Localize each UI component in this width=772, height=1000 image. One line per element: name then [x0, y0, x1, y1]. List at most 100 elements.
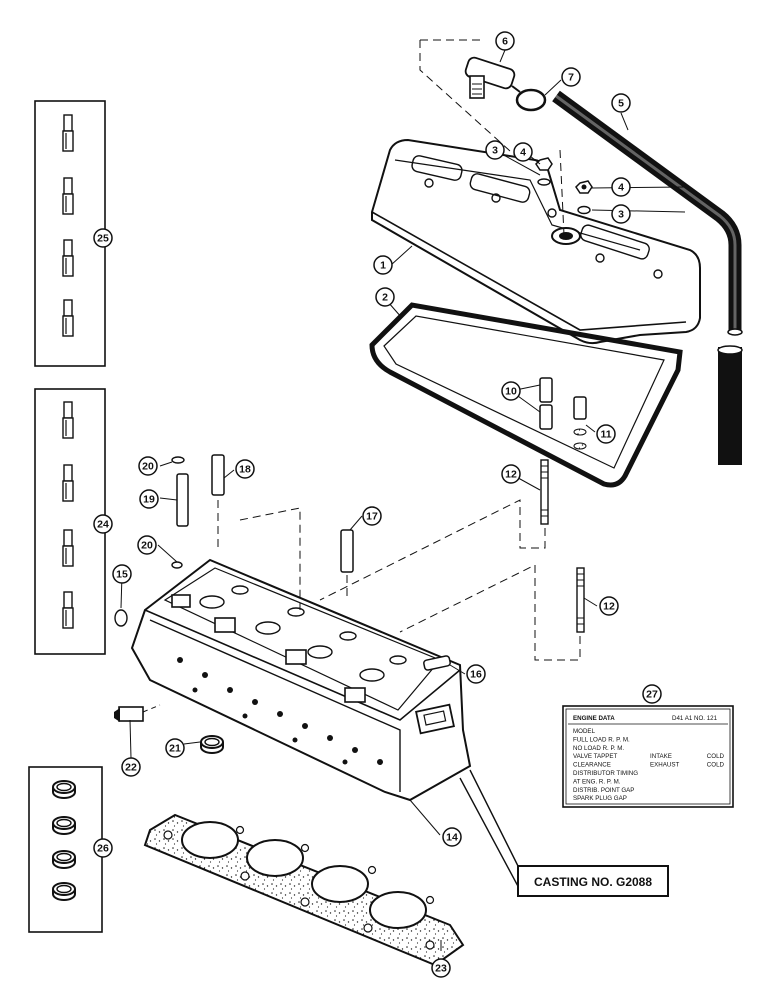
callout-circle: [362, 506, 382, 526]
callout-4: 4: [611, 177, 631, 197]
callout-circle: [501, 464, 521, 484]
stud-12-upper: [540, 459, 549, 525]
plate-title: ENGINE DATA: [573, 715, 615, 722]
callout-circle: [112, 564, 132, 584]
callout-circle: [611, 93, 631, 113]
callout-number: 10: [505, 386, 517, 398]
casting-number-label: CASTING NO. G2088: [534, 875, 652, 889]
callout-21: 21: [165, 738, 185, 758]
plate-line-left: MODEL: [573, 728, 596, 735]
callout-circle: [121, 757, 141, 777]
callout-number: 2: [382, 292, 388, 304]
callout-5: 5: [611, 93, 631, 113]
callout-25: 25: [93, 228, 113, 248]
casting-number-tag: CASTING NO. G2088: [517, 865, 669, 897]
callout-12: 12: [599, 596, 619, 616]
callout-number: 19: [143, 494, 155, 506]
callout-circle: [501, 381, 521, 401]
spacer-sleeves: [539, 377, 587, 450]
plate-line-right: COLD: [707, 762, 725, 769]
callout-12: 12: [501, 464, 521, 484]
head-gasket: [143, 813, 465, 967]
callout-number: 17: [366, 511, 378, 523]
callout-circle: [137, 535, 157, 555]
temp-sender: [114, 704, 161, 722]
callout-number: 27: [646, 689, 658, 701]
callout-circle: [431, 958, 451, 978]
callout-circle: [375, 287, 395, 307]
stud-12-lower: [576, 567, 585, 633]
hose-clamp: [511, 85, 547, 112]
callout-number: 26: [97, 843, 109, 855]
plate-line-left: DISTRIB. POINT GAP: [573, 787, 634, 794]
callout-circle: [596, 424, 616, 444]
callout-number: 24: [97, 519, 109, 531]
callout-6: 6: [495, 31, 515, 51]
callout-circle: [561, 67, 581, 87]
callout-circle: [373, 255, 393, 275]
callout-circle: [611, 204, 631, 224]
callout-circle: [442, 827, 462, 847]
callout-number: 23: [435, 963, 447, 975]
callout-number: 15: [116, 569, 128, 581]
callout-circle: [466, 664, 486, 684]
callout-23: 23: [431, 958, 451, 978]
callout-number: 12: [505, 469, 517, 481]
callout-circle: [485, 140, 505, 160]
callout-number: 16: [470, 669, 482, 681]
valve-cover: [371, 138, 701, 345]
callout-20: 20: [137, 535, 157, 555]
plate-line-mid: EXHAUST: [650, 762, 679, 769]
callout-22: 22: [121, 757, 141, 777]
callout-4: 4: [513, 142, 533, 162]
plate-line-left: NO LOAD R. P. M.: [573, 745, 624, 752]
callout-7: 7: [561, 67, 581, 87]
callout-circle: [599, 596, 619, 616]
callout-circle: [611, 177, 631, 197]
leader-lines: [96, 49, 686, 951]
callout-number: 5: [618, 98, 624, 110]
callout-circle: [235, 459, 255, 479]
callout-circle: [513, 142, 533, 162]
callout-circle: [642, 684, 662, 704]
callout-number: 14: [446, 832, 458, 844]
callout-19: 19: [139, 489, 159, 509]
callout-number: 20: [141, 540, 153, 552]
callout-number: 11: [600, 429, 611, 441]
callout-number: 21: [169, 743, 181, 755]
seal-ring-21: [200, 735, 224, 754]
callout-number: 7: [568, 72, 574, 84]
callout-number: 6: [502, 36, 508, 48]
callout-3: 3: [611, 204, 631, 224]
callout-number: 25: [97, 233, 109, 245]
callout-number: 4: [618, 182, 624, 194]
callout-circle: [165, 738, 185, 758]
callout-circle: [138, 456, 158, 476]
callout-27: 27: [642, 684, 662, 704]
plate-line-mid: INTAKE: [650, 753, 672, 760]
callout-2: 2: [375, 287, 395, 307]
callout-10: 10: [501, 381, 521, 401]
callout-16: 16: [466, 664, 486, 684]
plate-line-right: COLD: [707, 753, 725, 760]
nut-and-washer-set: [535, 157, 593, 215]
callout-circle: [93, 228, 113, 248]
callout-number: 20: [142, 461, 154, 473]
callout-number: 12: [603, 601, 615, 613]
callout-14: 14: [442, 827, 462, 847]
callout-circle: [93, 838, 113, 858]
callout-number: 3: [492, 145, 498, 157]
callout-11: 11: [596, 424, 616, 444]
plate-line-left: SPARK PLUG GAP: [573, 795, 627, 802]
callout-number: 4: [520, 147, 526, 159]
pin-16: [423, 655, 451, 671]
callout-layer: 1233445671011121214151617181920202122232…: [93, 31, 662, 978]
plate-line-left: VALVE TAPPET: [573, 753, 617, 760]
callout-number: 22: [125, 762, 137, 774]
breather-tube: [552, 90, 743, 465]
callout-17: 17: [362, 506, 382, 526]
callout-18: 18: [235, 459, 255, 479]
callout-circle: [139, 489, 159, 509]
